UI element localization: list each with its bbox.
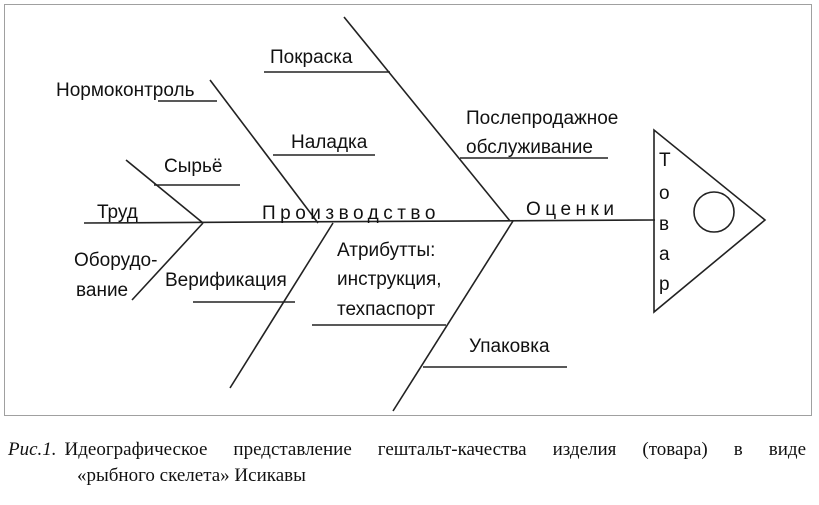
product-letter-3: в xyxy=(659,214,669,235)
figure-caption: Рис.1. Идеографическое представление гешт… xyxy=(8,437,806,489)
bone-raw-material xyxy=(125,159,204,224)
caption-prefix: Рис.1. xyxy=(8,439,57,460)
label-attributes-1: Атрибутты: xyxy=(337,240,435,261)
caption-line-2: «рыбного скелета» Исикавы xyxy=(77,465,306,486)
bone-equipment xyxy=(131,222,204,301)
product-letter-2: о xyxy=(659,183,670,204)
spine-label-production: Производство xyxy=(262,203,440,224)
label-verification: Верификация xyxy=(165,270,287,291)
product-letter-1: Т xyxy=(659,150,671,171)
main-spine xyxy=(83,219,656,224)
bone-verification xyxy=(229,222,334,389)
label-labor: Труд xyxy=(97,202,138,223)
label-attributes-3: техпаспорт xyxy=(337,299,435,320)
diagram-frame xyxy=(4,4,812,416)
label-raw-material: Сырьё xyxy=(164,156,222,177)
label-setup: Наладка xyxy=(291,132,368,153)
caption-line-1: Рис.1. Идеографическое представление гешт… xyxy=(8,437,806,463)
head-circle-icon xyxy=(693,191,735,233)
label-painting: Покраска xyxy=(270,47,353,68)
label-equipment-1: Оборудо- xyxy=(74,250,157,271)
label-packaging: Упаковка xyxy=(469,336,550,357)
bone-norm-control xyxy=(209,79,319,224)
product-letter-5: р xyxy=(659,274,670,295)
bone-painting xyxy=(343,16,511,222)
label-attributes-2: инструкция, xyxy=(337,269,442,290)
product-letter-4: а xyxy=(659,244,670,265)
label-equipment-2: вание xyxy=(76,280,128,301)
bone-packaging xyxy=(392,220,514,412)
caption-text-1: Идеографическое представление гештальт-к… xyxy=(64,439,806,460)
product-head-triangle xyxy=(653,128,767,314)
label-norm-control: Нормоконтроль xyxy=(56,80,195,101)
ishikawa-diagram: Производство Оценки Т о в а р Покраска Н… xyxy=(56,16,767,412)
label-after-sales-2: обслуживание xyxy=(466,137,593,158)
label-after-sales-1: Послепродажное xyxy=(466,108,618,129)
spine-label-assessment: Оценки xyxy=(526,199,618,220)
